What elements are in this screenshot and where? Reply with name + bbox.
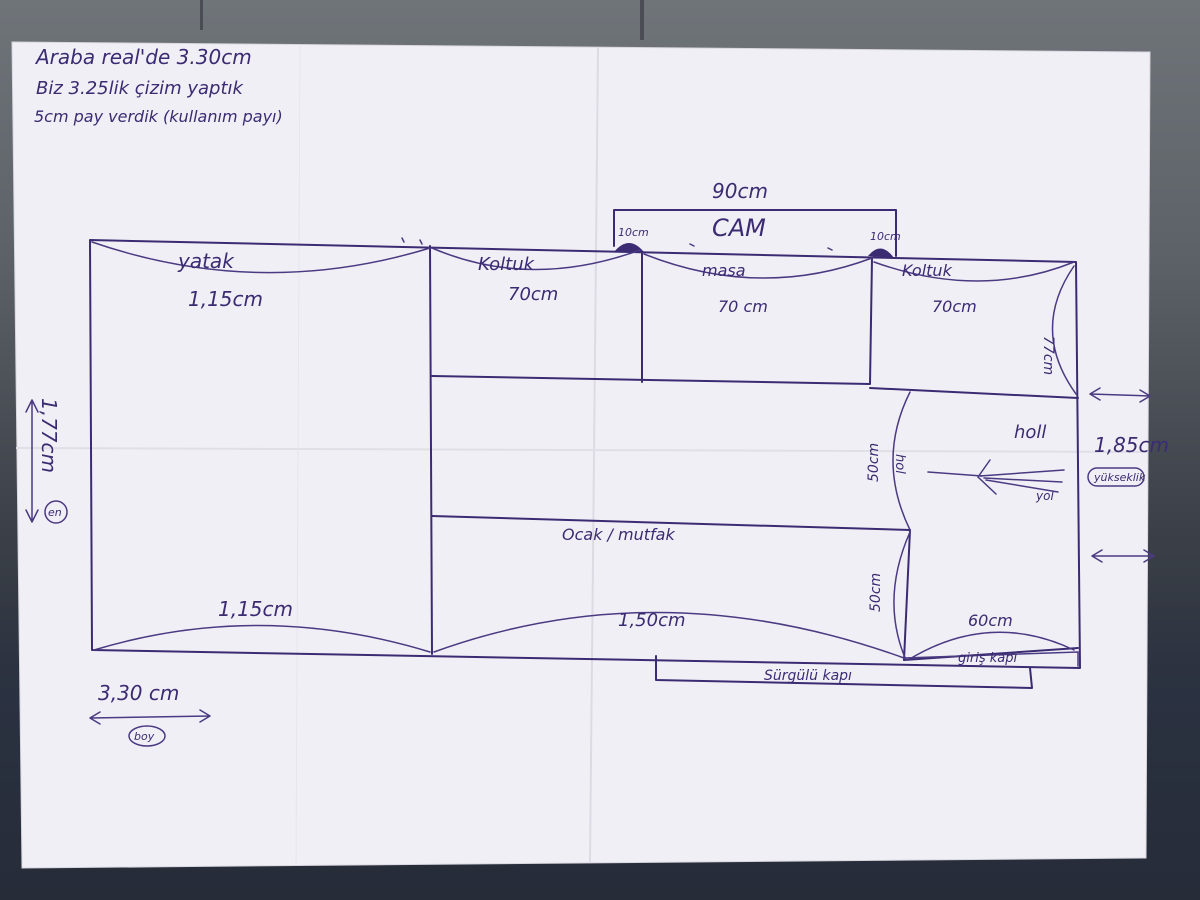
bed-dimension: 1,15cm xyxy=(188,287,263,311)
height-arrow-top xyxy=(1089,387,1151,403)
floor-tile-seam xyxy=(640,0,644,40)
width-tag: en xyxy=(48,506,62,519)
bed-arc xyxy=(91,241,431,274)
height-tag-outline xyxy=(1087,467,1145,487)
kitchen-top-wall xyxy=(431,515,911,531)
sliding-door xyxy=(655,655,1033,689)
path-arrow-head xyxy=(927,459,997,495)
table-label: masa xyxy=(702,261,746,280)
lower-door-swing xyxy=(893,531,911,661)
length-arrow xyxy=(89,709,211,725)
sofa-left-label: Koltuk xyxy=(478,254,536,275)
window-right-post-label: 10cm xyxy=(870,230,901,243)
sliding-door-label: Sürgülü kapı xyxy=(764,668,852,684)
floor-tile-seam xyxy=(200,0,203,30)
sofa-right-dimension: 70cm xyxy=(932,297,977,316)
path-arrow-lines xyxy=(979,469,1065,493)
window-label: CAM xyxy=(712,214,766,242)
kitchen-arc xyxy=(433,611,905,659)
scribble-marks xyxy=(689,243,833,251)
paper-fold xyxy=(15,447,1149,453)
hall-label: holl xyxy=(1014,422,1046,443)
entry-threshold xyxy=(903,647,1079,661)
hall-top-wall xyxy=(869,387,1079,399)
kitchen-label: Ocak / mutfak xyxy=(562,525,675,544)
table-dimension: 70 cm xyxy=(718,297,768,316)
paper-fold xyxy=(295,45,301,865)
paper-sheet xyxy=(11,41,1151,869)
bed-wall xyxy=(429,245,433,655)
note-line-2: Biz 3.25lik çizim yaptık xyxy=(36,78,245,99)
upper-door-dimension: 50cm xyxy=(866,443,882,482)
sofa-right-label: Koltuk xyxy=(902,261,953,280)
sofa-right-side-dimension: 77cm xyxy=(1040,336,1056,375)
path-label: yol xyxy=(1035,489,1054,503)
sofa-side-arc xyxy=(1051,265,1077,395)
sofa-right-arc xyxy=(873,261,1075,282)
width-tag-outline xyxy=(44,500,68,524)
bed-label: yatak xyxy=(177,249,235,273)
entry-door xyxy=(903,651,1079,667)
note-line-1: Araba real'de 3.30cm xyxy=(34,45,252,69)
note-line-3: 5cm pay verdik (kullanım payı) xyxy=(34,107,283,126)
height-value: 1,85cm xyxy=(1094,433,1169,457)
length-tag-outline xyxy=(128,725,166,747)
height-tag: yükseklik xyxy=(1093,471,1146,484)
outer-wall xyxy=(89,239,1081,669)
length-value: 3,30 cm xyxy=(98,681,179,705)
scribble-marks xyxy=(401,237,423,245)
bed-bottom-arc xyxy=(93,624,431,653)
upper-door-swing xyxy=(892,391,911,531)
entry-door-label: giriş kapı xyxy=(958,651,1017,666)
lower-door-dimension: 50cm xyxy=(868,573,884,612)
window-width-label: 90cm xyxy=(712,179,768,203)
width-arrow xyxy=(25,399,39,523)
hall-corridor-label: hol xyxy=(892,454,907,474)
seating-wall xyxy=(431,257,873,385)
kitchen-dimension: 1,50cm xyxy=(618,610,686,631)
table-arc xyxy=(643,253,873,279)
left-post-mark xyxy=(614,243,644,252)
sofa-left-arc xyxy=(431,247,641,271)
bed-bottom-dimension: 1,15cm xyxy=(218,597,293,621)
length-tag: boy xyxy=(134,730,155,743)
right-post-mark xyxy=(868,248,894,258)
window-left-post-label: 10cm xyxy=(618,226,649,239)
paper-fold xyxy=(589,47,599,863)
entry-arc xyxy=(907,631,1075,661)
window-frame xyxy=(613,209,897,257)
kitchen-end-wall xyxy=(903,529,911,661)
entry-dimension: 60cm xyxy=(968,611,1013,630)
width-value: 1,77cm xyxy=(37,398,61,473)
height-arrow-bottom xyxy=(1091,549,1155,563)
sofa-left-dimension: 70cm xyxy=(508,284,558,305)
